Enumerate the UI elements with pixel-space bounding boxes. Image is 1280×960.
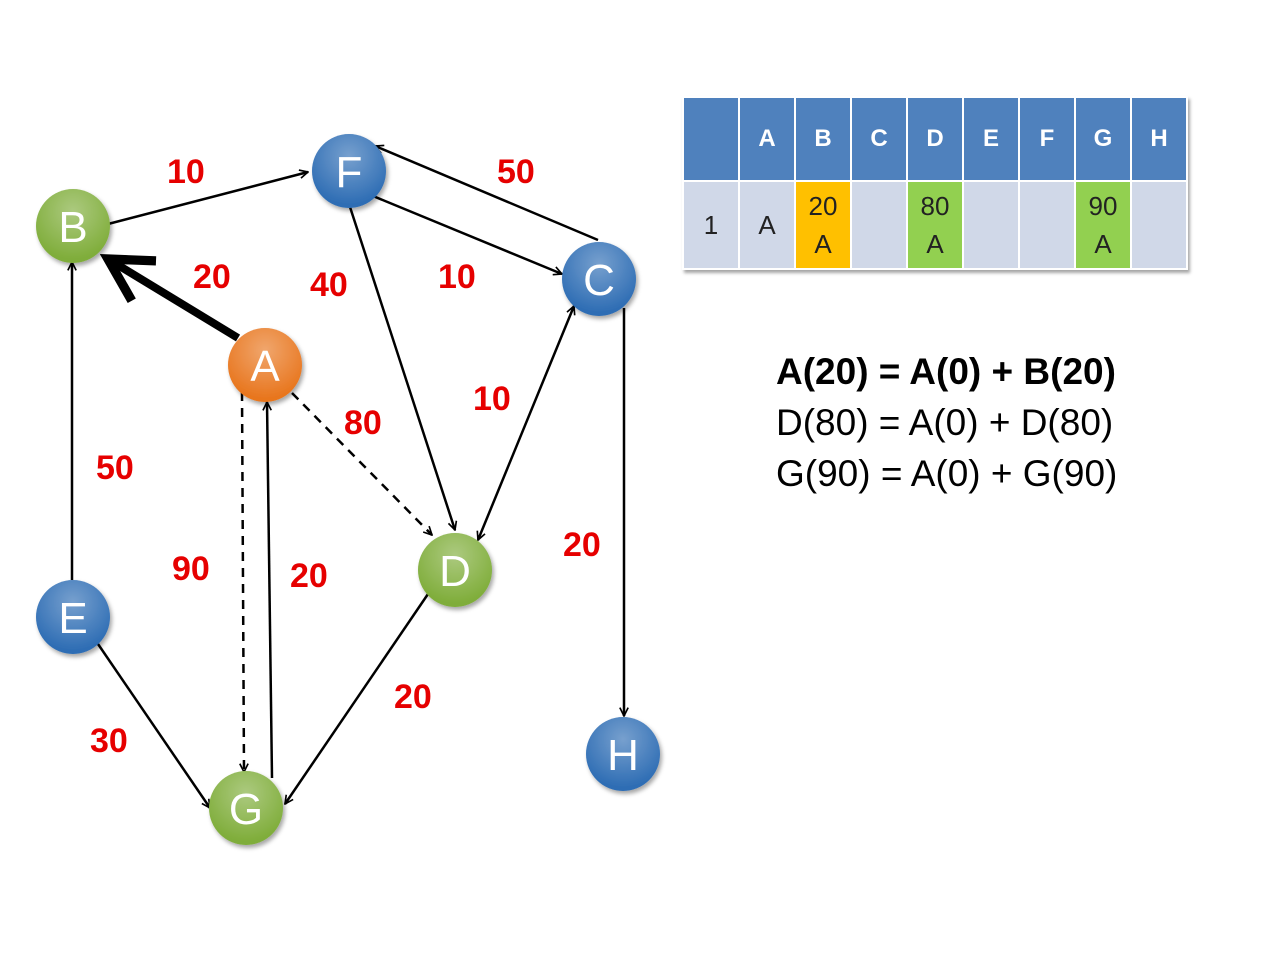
weight-d-c: 10: [473, 380, 511, 418]
node-b-label: B: [58, 203, 87, 252]
node-d: D: [418, 533, 492, 607]
header-h: H: [1130, 96, 1188, 182]
edge-c-f: [375, 146, 599, 242]
weight-g-a: 20: [290, 557, 328, 595]
node-f-label: F: [336, 148, 363, 197]
edge-f-c: [372, 194, 562, 274]
edge-f-d: [348, 206, 455, 530]
node-h: H: [586, 717, 660, 791]
header-c: C: [850, 96, 908, 182]
weight-d-g: 20: [394, 678, 432, 716]
cell-e: [962, 180, 1020, 270]
edge-b-f: [107, 172, 308, 226]
edge-d-g: [285, 593, 430, 804]
node-h-label: H: [607, 731, 639, 780]
equation-2: D(80) = A(0) + D(80): [776, 402, 1114, 443]
header-e: E: [962, 96, 1020, 182]
node-e-label: E: [58, 594, 87, 643]
weight-a-d: 80: [344, 404, 382, 442]
node-e: E: [36, 580, 110, 654]
table-header-row: A B C D E F G H: [682, 96, 1188, 182]
edge-a-b: [108, 259, 241, 342]
weight-e-b: 50: [96, 449, 134, 487]
header-b: B: [794, 96, 852, 182]
node-g: G: [209, 771, 283, 845]
weight-a-b: 20: [193, 258, 231, 296]
edge-e-g: [96, 643, 210, 808]
node-b: B: [36, 189, 110, 263]
cell-h: [1130, 180, 1188, 270]
edge-g-a: [267, 402, 274, 779]
cell-a: A: [738, 180, 796, 270]
weight-f-d: 40: [310, 266, 348, 304]
equation-1: A(20) = A(0) + B(20): [776, 351, 1116, 392]
weight-c-h: 20: [563, 526, 601, 564]
node-c: C: [562, 242, 636, 316]
header-corner: [682, 96, 740, 182]
node-f: F: [312, 134, 386, 208]
cell-step: 1: [682, 180, 740, 270]
weight-e-g: 30: [90, 722, 128, 760]
nodes: A B C D E F G: [36, 134, 660, 845]
cell-c: [850, 180, 908, 270]
weight-a-g: 90: [172, 550, 210, 588]
node-c-label: C: [583, 256, 615, 305]
header-f: F: [1018, 96, 1076, 182]
edges: [72, 146, 624, 808]
header-g: G: [1074, 96, 1132, 182]
graph-diagram: 10 50 10 20 40 80 10 50 90 20 20 20 30 A…: [36, 134, 660, 845]
header-d: D: [906, 96, 964, 182]
header-a: A: [738, 96, 796, 182]
node-d-label: D: [439, 547, 471, 596]
cell-f: [1018, 180, 1076, 270]
equations: A(20) = A(0) + B(20) D(80) = A(0) + D(80…: [776, 346, 1117, 499]
edge-a-d: [291, 392, 432, 535]
node-g-label: G: [229, 785, 263, 834]
weight-c-f: 50: [497, 153, 535, 191]
edge-weights: 10 50 10 20 40 80 10 50 90 20 20 20 30: [90, 153, 601, 760]
edge-d-c: [478, 306, 574, 540]
node-a-label: A: [250, 342, 280, 391]
node-a: A: [228, 328, 302, 402]
weight-f-c: 10: [438, 258, 476, 296]
equation-3: G(90) = A(0) + G(90): [776, 453, 1118, 494]
edge-a-g: [242, 391, 244, 772]
weight-b-f: 10: [167, 153, 205, 191]
